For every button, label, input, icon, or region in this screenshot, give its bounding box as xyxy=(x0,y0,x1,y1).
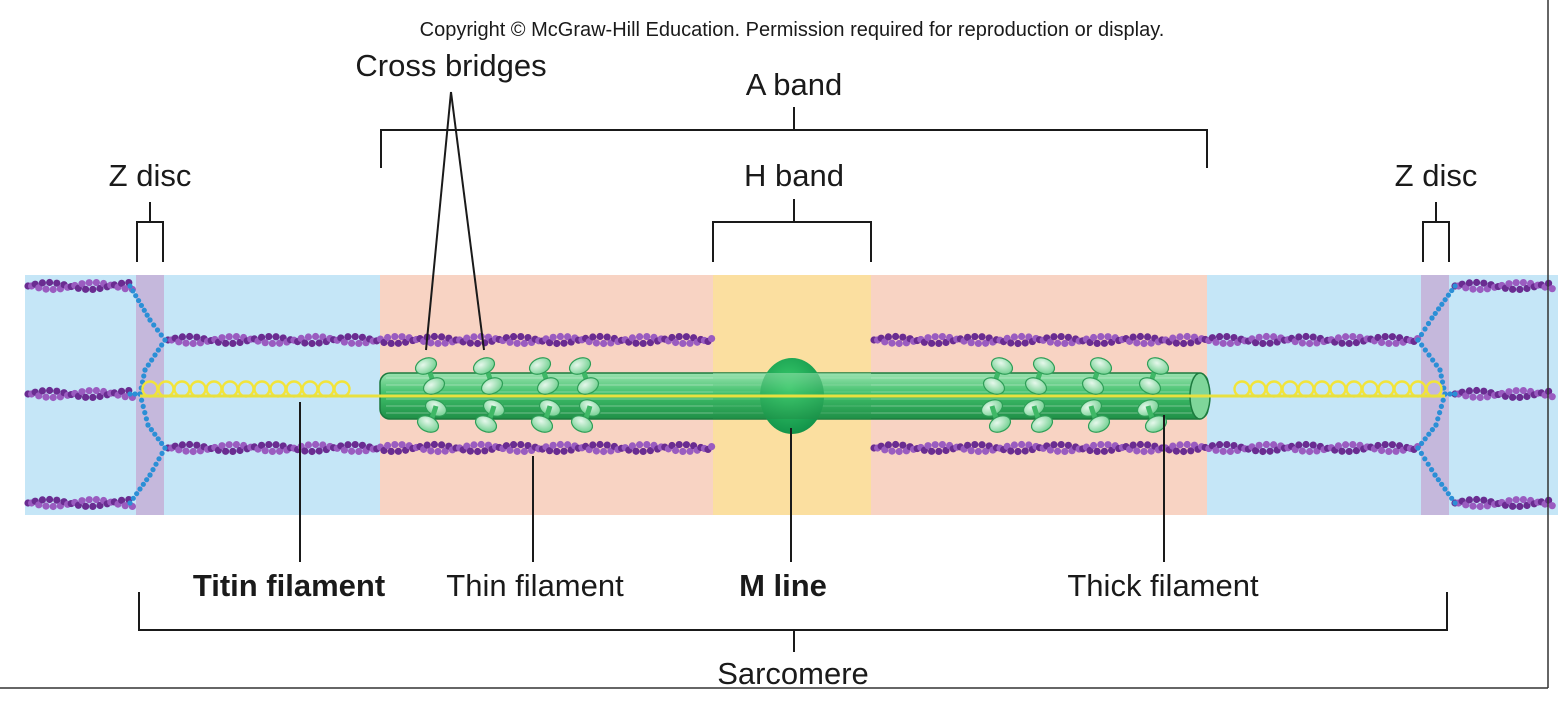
thick-filament-label: Thick filament xyxy=(1067,568,1259,603)
myosin-head xyxy=(1024,377,1048,395)
thin-filaments xyxy=(24,278,1556,511)
myosin-head xyxy=(576,377,600,395)
copyright-notice: Copyright © McGraw-Hill Education. Permi… xyxy=(420,19,1165,41)
myosin-head xyxy=(530,405,554,433)
myosin-head xyxy=(988,405,1012,433)
cross-bridges-leaders xyxy=(425,91,485,351)
myosin-head xyxy=(1138,377,1162,395)
z-connector-left-5 xyxy=(127,445,168,506)
myosin-head xyxy=(1144,405,1168,433)
z-disc-left-label: Z disc xyxy=(109,158,192,193)
myosin-head xyxy=(480,377,504,395)
thin-filament-left-bottom-stub xyxy=(24,495,136,511)
a-band-bracket xyxy=(380,107,1208,168)
h-band-label: H band xyxy=(744,158,844,193)
thin-filament-left-upper xyxy=(164,332,716,348)
cross-bridge-heads xyxy=(414,357,1170,433)
thin-filament-left-top-stub xyxy=(24,278,136,294)
thin-filament-right-bottom-stub xyxy=(1451,495,1556,511)
myosin-head xyxy=(982,377,1006,395)
myosin-head xyxy=(570,405,594,433)
z-disc-left-bracket xyxy=(136,202,164,262)
myosin-head xyxy=(422,377,446,395)
h-band-bracket xyxy=(712,199,872,262)
myosin-head xyxy=(536,377,560,395)
z-disc-right-label: Z disc xyxy=(1395,158,1478,193)
myosin-head xyxy=(1081,377,1105,395)
myosin-head xyxy=(1030,405,1054,433)
titin-filament-label: Titin filament xyxy=(193,568,385,603)
thin-filament-right-lower xyxy=(870,440,1422,456)
z-disc-right-bracket xyxy=(1422,202,1450,262)
sarcomere-bracket xyxy=(138,592,1448,652)
myosin-head xyxy=(1087,405,1111,433)
cross-bridges-label: Cross bridges xyxy=(355,48,546,83)
sarcomere-label: Sarcomere xyxy=(717,656,869,691)
myosin-head xyxy=(416,405,440,433)
myosin-head xyxy=(474,405,498,433)
a-band-label: A band xyxy=(746,67,843,102)
thin-filament-left-lower xyxy=(164,440,716,456)
z-connector-right-5 xyxy=(1415,445,1458,506)
thin-filament-label: Thin filament xyxy=(446,568,624,603)
m-line-label: M line xyxy=(739,568,827,603)
bottom-leaders xyxy=(299,402,1165,562)
